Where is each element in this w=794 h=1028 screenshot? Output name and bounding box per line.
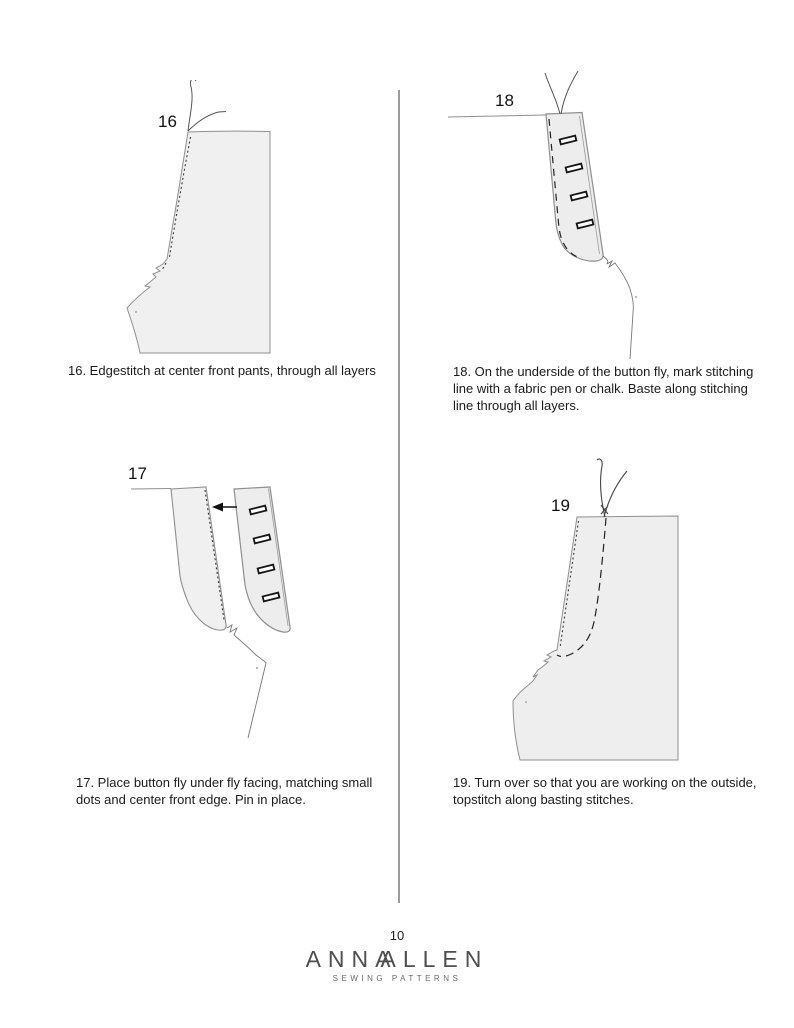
buttonhole bbox=[575, 218, 595, 230]
dot-marker bbox=[134, 310, 138, 314]
step-16-caption: 16. Edgestitch at center front pants, th… bbox=[68, 363, 376, 378]
crotch-curve bbox=[602, 255, 634, 360]
step-19-caption: 19. Turn over so that you are working on… bbox=[453, 775, 757, 807]
buttonhole bbox=[569, 190, 589, 202]
buttonhole bbox=[261, 591, 281, 603]
fly-facing-piece bbox=[170, 486, 227, 631]
direction-arrow-icon bbox=[212, 502, 237, 512]
thread-tails bbox=[596, 458, 628, 518]
edgestitch-dotted-line bbox=[161, 136, 192, 272]
dot-marker bbox=[524, 700, 528, 704]
buttonhole bbox=[256, 563, 276, 575]
dot-marker bbox=[255, 666, 259, 670]
step-16-number: 16 bbox=[158, 112, 177, 131]
step-18-caption: 18. On the underside of the button fly, … bbox=[453, 364, 754, 413]
step-16-illustration bbox=[126, 80, 271, 354]
column-divider bbox=[398, 90, 400, 903]
dot-marker bbox=[634, 295, 638, 299]
basting-dashed-line bbox=[548, 118, 581, 259]
wordmark-left: ANNA bbox=[305, 946, 398, 972]
step-17-caption: 17. Place button fly under fly facing, m… bbox=[76, 775, 373, 807]
buttonhole bbox=[564, 162, 584, 174]
page-number: 10 bbox=[389, 928, 405, 943]
step-17-illustration bbox=[130, 486, 291, 739]
waistline bbox=[447, 114, 547, 118]
wordmark-right: LLEN bbox=[402, 946, 489, 972]
step-18-number: 18 bbox=[495, 91, 514, 110]
pants-front-piece bbox=[126, 130, 271, 354]
fold-edge-line bbox=[268, 488, 289, 627]
buttonhole bbox=[558, 134, 578, 146]
buttonholes bbox=[558, 134, 595, 230]
button-fly-piece bbox=[545, 111, 604, 262]
pants-front-piece bbox=[512, 515, 679, 761]
step-19-number: 19 bbox=[551, 496, 570, 515]
step-19-illustration bbox=[512, 458, 679, 761]
edgestitch-dotted-line bbox=[559, 520, 580, 649]
edgestitch-dotted-line bbox=[204, 489, 225, 621]
wordmark-overlap-a: A bbox=[380, 946, 403, 972]
buttonhole bbox=[252, 533, 272, 545]
buttonholes bbox=[248, 504, 281, 603]
waistline bbox=[130, 488, 172, 490]
brand-tagline: SEWING PATTERNS bbox=[332, 974, 462, 983]
buttonhole bbox=[248, 504, 268, 516]
step-18-illustration bbox=[447, 70, 638, 360]
crotch-curve bbox=[226, 624, 267, 739]
brand-wordmark: ANNAALLEN bbox=[0, 948, 794, 971]
thread-tails bbox=[544, 70, 579, 115]
brand-logo: ANNAALLEN SEWING PATTERNS bbox=[0, 948, 794, 984]
basting-dashed-line bbox=[556, 517, 607, 658]
fold-edge-line bbox=[579, 115, 600, 255]
thread-tails bbox=[187, 80, 227, 132]
step-17-number: 17 bbox=[128, 464, 147, 483]
